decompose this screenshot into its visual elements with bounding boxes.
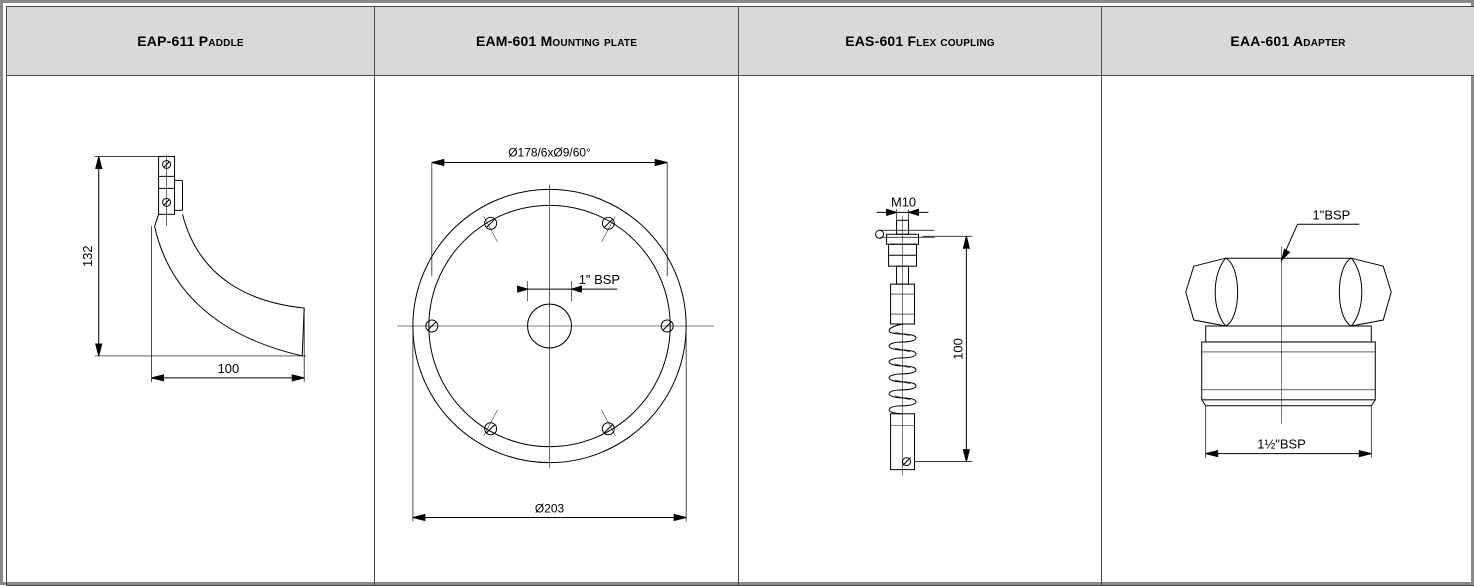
product-name: Paddle [199,33,244,49]
drawing-cell-flex-coupling: M10 100 [739,76,1102,586]
header-cell-mounting-plate: EAM-601 Mounting plate [375,7,739,76]
header-cell-paddle: EAP-611 Paddle [7,7,375,76]
product-table: EAP-611 Paddle EAM-601 Mounting plate EA… [6,6,1474,586]
dim-thread-label: 1" BSP [579,272,620,287]
header-row: EAP-611 Paddle EAM-601 Mounting plate EA… [7,7,1474,76]
product-name: Flex coupling [908,33,995,49]
product-code: EAP-611 [137,33,194,49]
product-name: Adapter [1293,33,1346,49]
drawing-cell-mounting-plate: Ø178/6xØ9/60° 1" BSP Ø203 [375,76,739,586]
header-cell-adapter: EAA-601 Adapter [1102,7,1474,76]
flex-coupling-drawing: M10 100 [739,76,1101,585]
dim-holes-label: Ø178/6xØ9/60° [508,145,591,159]
header-cell-flex-coupling: EAS-601 Flex coupling [739,7,1102,76]
dim-height-label: 132 [80,245,95,267]
drawing-cell-adapter: 1"BSP 1½"BSP [1102,76,1474,586]
dim-length-label: 100 [950,338,965,360]
paddle-drawing: 132 100 [7,76,374,585]
dim-outer-label: Ø203 [535,501,565,515]
drawing-cell-paddle: 132 100 [7,76,375,586]
dim-width-label: 100 [218,361,240,376]
product-code: EAS-601 [845,33,903,49]
mounting-plate-drawing: Ø178/6xØ9/60° 1" BSP Ø203 [375,76,738,585]
dim-thread-label: M10 [891,194,916,209]
product-name: Mounting plate [541,33,638,49]
product-code: EAM-601 [476,33,537,49]
product-code: EAA-601 [1230,33,1289,49]
drawing-row: 132 100 [7,76,1474,586]
dim-bottom-thread-label: 1½"BSP [1257,437,1306,452]
dim-top-thread-label: 1"BSP [1313,207,1351,222]
adapter-drawing: 1"BSP 1½"BSP [1102,76,1474,585]
